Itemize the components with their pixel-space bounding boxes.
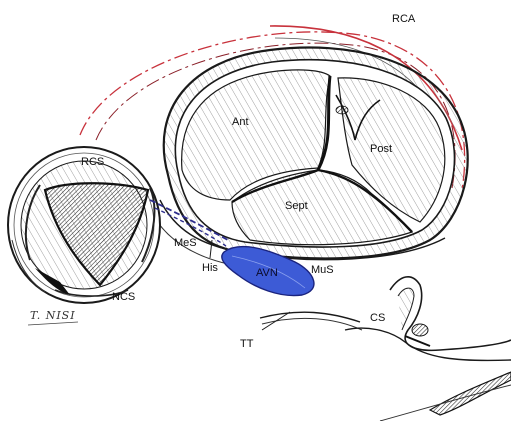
artist-signature: T. NISI <box>30 309 76 322</box>
label-cs: CS <box>370 313 385 324</box>
label-avn: AVN <box>256 268 278 279</box>
coronary-sinus <box>345 277 511 421</box>
label-post: Post <box>370 144 392 155</box>
label-rcs: RCS <box>81 157 104 168</box>
label-mus: MuS <box>311 265 334 276</box>
label-rca: RCA <box>392 14 415 25</box>
label-sept: Sept <box>285 201 308 212</box>
label-ant: Ant <box>232 117 249 128</box>
label-tt: TT <box>240 339 253 350</box>
signature-mark <box>28 322 78 325</box>
label-mes: MeS <box>174 238 197 249</box>
label-ncs: NCS <box>112 292 135 303</box>
aortic-valve <box>8 147 160 303</box>
label-his: His <box>202 263 218 274</box>
tendon-of-todaro <box>260 312 362 330</box>
